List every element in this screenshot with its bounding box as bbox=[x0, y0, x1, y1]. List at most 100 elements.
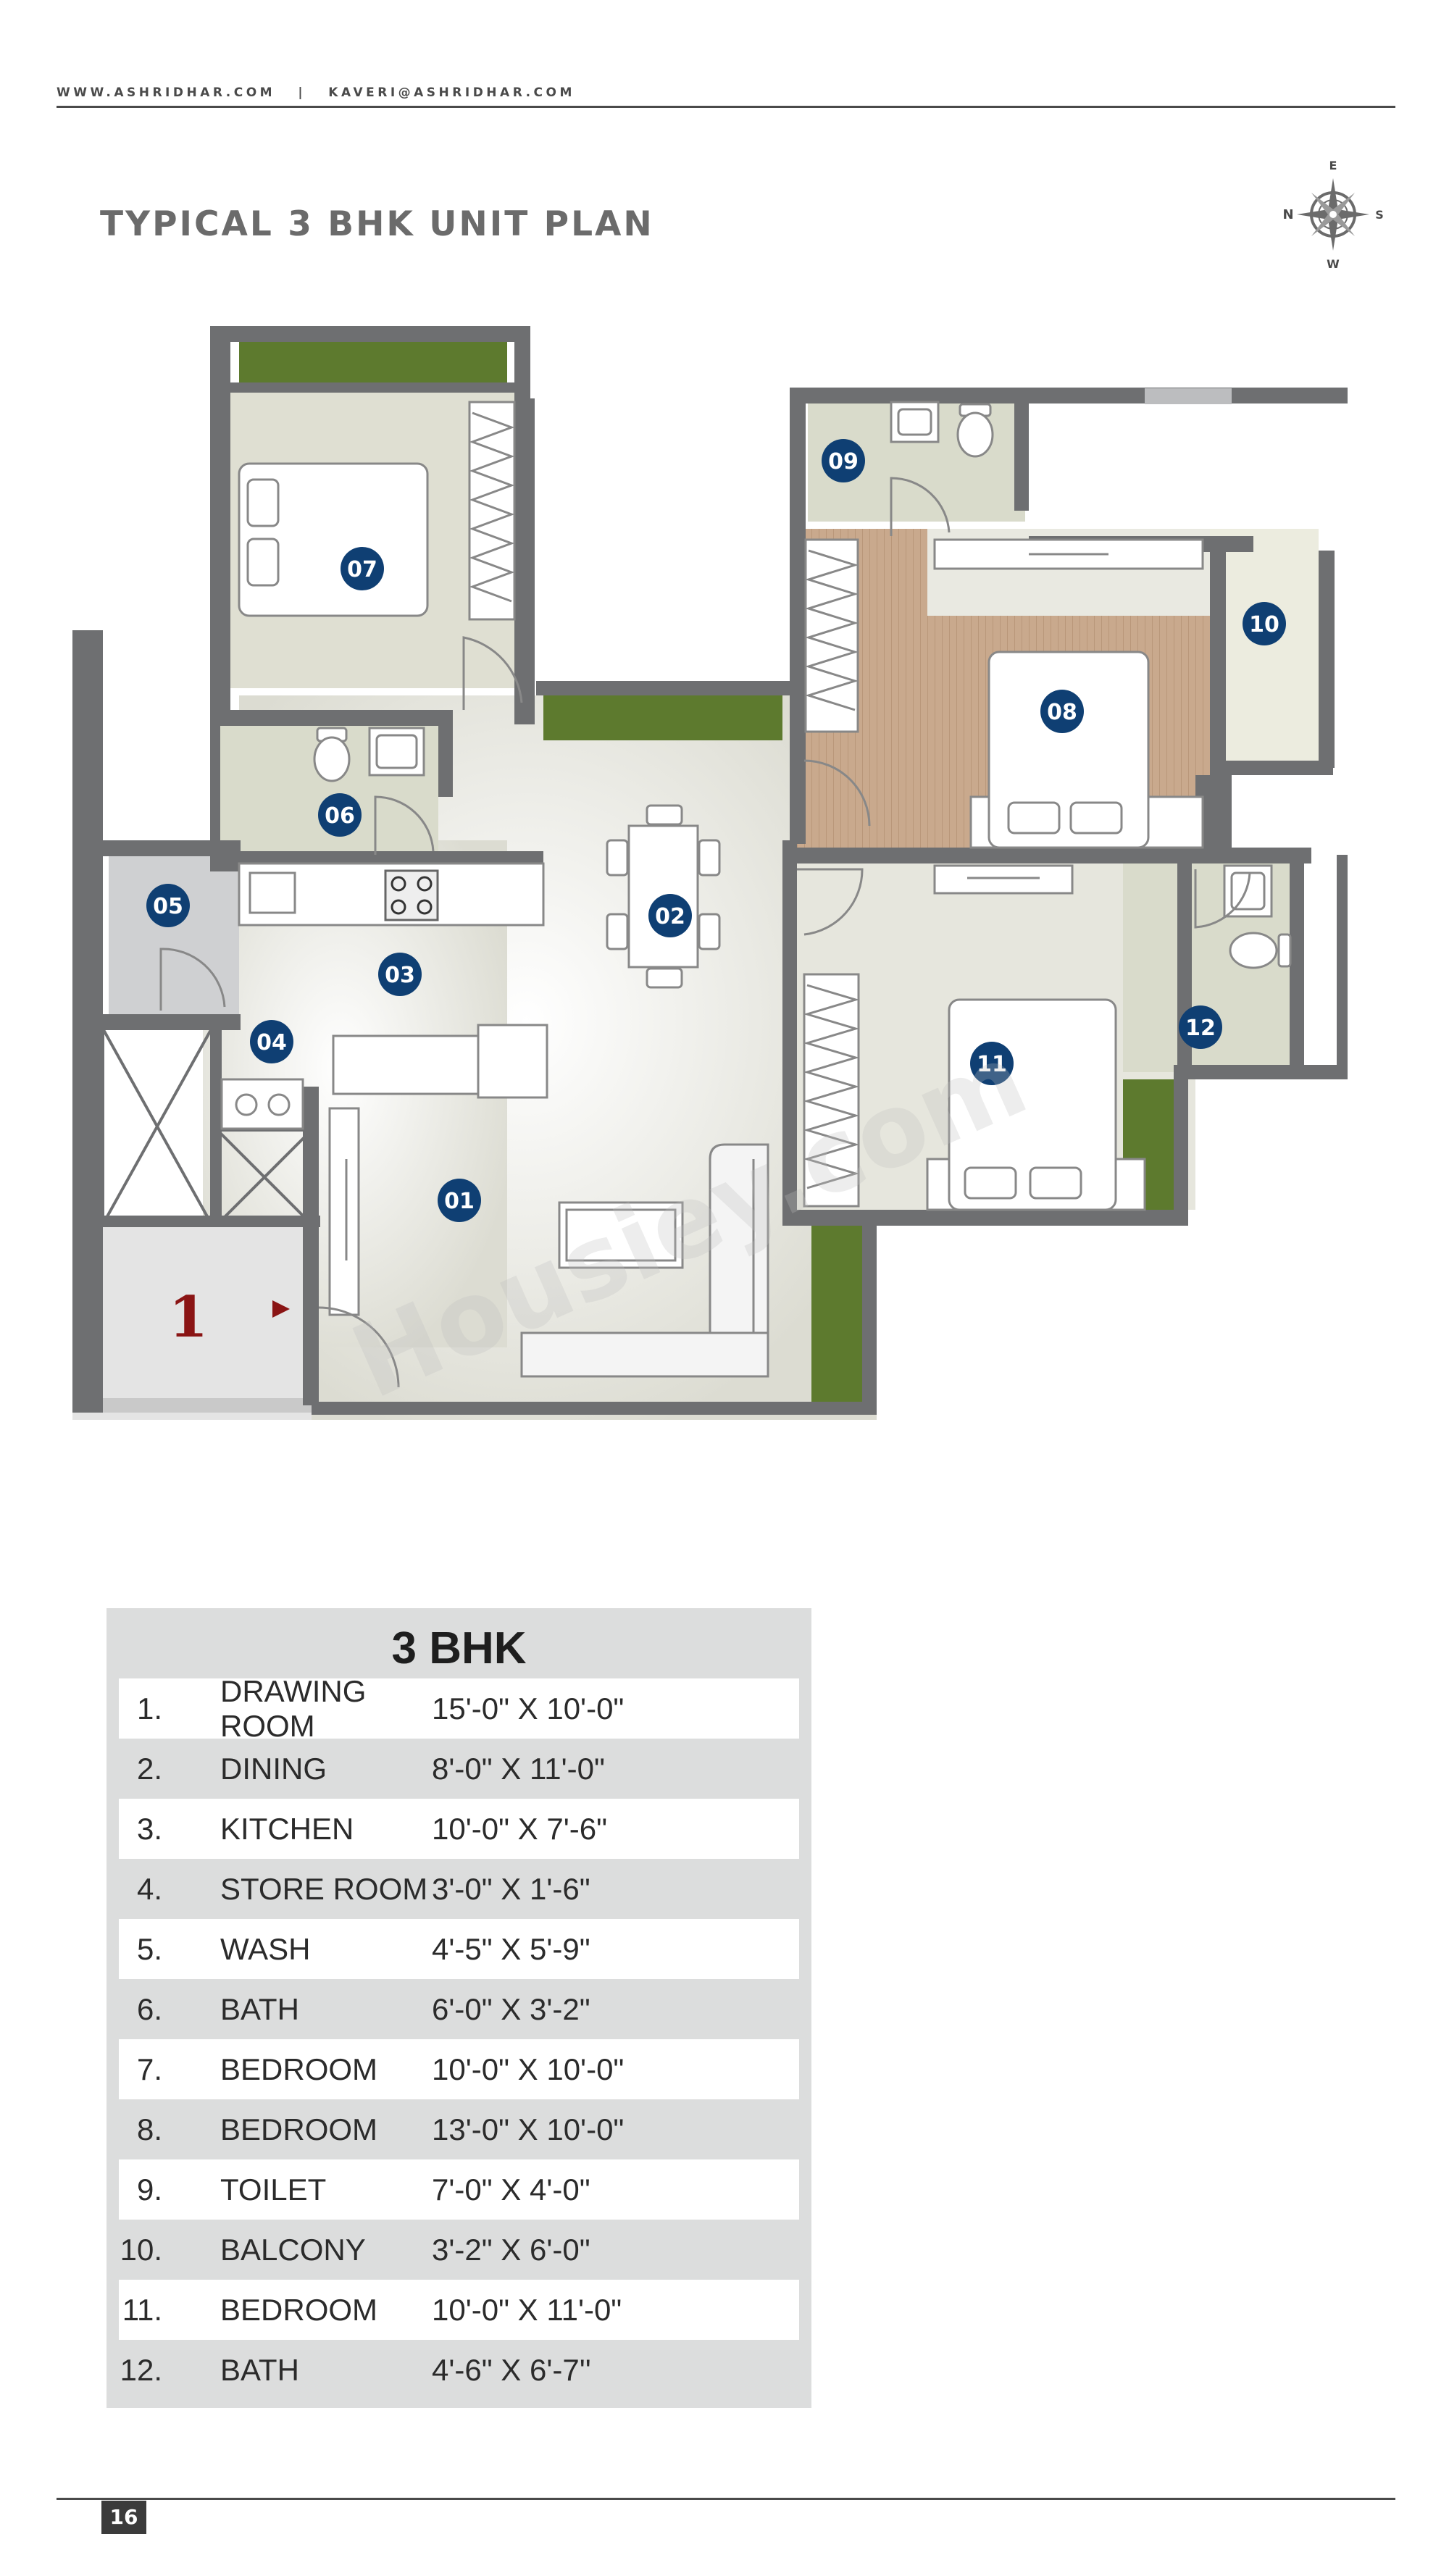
room-size: 3'-0" X 1'-6" bbox=[432, 1871, 590, 1906]
table-row: 1. DRAWING ROOM 15'-0" X 10'-0" bbox=[119, 1674, 799, 1743]
kitchen-counter bbox=[238, 862, 545, 927]
basin-09 bbox=[890, 401, 940, 443]
row-number: 5. bbox=[136, 1931, 162, 1966]
room-size: 8'-0" X 11'-0" bbox=[432, 1751, 605, 1786]
svg-text:03: 03 bbox=[385, 963, 415, 988]
wardrobe-07 bbox=[468, 401, 516, 621]
coffee-table bbox=[558, 1201, 684, 1269]
room-name: WASH bbox=[220, 1931, 311, 1966]
room-marker-04: 04 bbox=[250, 1020, 293, 1063]
room-size: 3'-2" X 6'-0" bbox=[432, 2232, 590, 2267]
room-name: BATH bbox=[220, 1991, 299, 2026]
table-row: 5. WASH 4'-5" X 5'-9" bbox=[119, 1919, 799, 1979]
door-12 bbox=[1194, 869, 1251, 929]
row-number: 12. bbox=[120, 2352, 162, 2387]
row-number: 8. bbox=[136, 2112, 162, 2146]
room-name: TOILET bbox=[220, 2172, 327, 2207]
room-name: BEDROOM bbox=[220, 2292, 378, 2327]
table-row: 11. BEDROOM 10'-0" X 11'-0" bbox=[119, 2280, 799, 2340]
table-row: 9. TOILET 7'-0" X 4'-0" bbox=[119, 2159, 799, 2220]
floor-plan: 07 06 05 03 04 02 01 09 08 10 11 12 1 bbox=[72, 326, 1348, 1420]
table-row: 3. KITCHEN 10'-0" X 7'-6" bbox=[119, 1799, 799, 1859]
door-05 bbox=[159, 948, 226, 1011]
compass-east-label: E bbox=[1329, 159, 1337, 172]
svg-text:02: 02 bbox=[655, 904, 685, 929]
living-planter bbox=[543, 695, 782, 740]
room-marker-03: 03 bbox=[378, 953, 422, 996]
room-size: 10'-0" X 10'-0" bbox=[432, 2052, 625, 2086]
basin-06 bbox=[368, 727, 425, 777]
room-marker-08: 08 bbox=[1040, 690, 1084, 733]
room-marker-12: 12 bbox=[1179, 1005, 1222, 1049]
bed-08 bbox=[969, 651, 1204, 849]
entrance-number: 1 bbox=[169, 1284, 208, 1350]
balcony-10-floor bbox=[1210, 529, 1319, 768]
room-marker-01: 01 bbox=[438, 1179, 481, 1222]
bed-07 bbox=[238, 462, 429, 617]
row-number: 7. bbox=[136, 2052, 162, 2086]
area-table: 3 BHK 1. DRAWING ROOM 15'-0" X 10'-0" 2. DI… bbox=[107, 1608, 811, 2408]
room-name: BEDROOM bbox=[220, 2112, 378, 2146]
living-side-planter bbox=[811, 1210, 862, 1413]
door-09 bbox=[890, 477, 951, 536]
compass-south-label: S bbox=[1375, 208, 1384, 222]
balcony-rail-09 bbox=[1145, 388, 1232, 404]
room-name: DRAWING ROOM bbox=[220, 1673, 367, 1743]
room-marker-10: 10 bbox=[1243, 602, 1286, 645]
row-number: 1. bbox=[136, 1691, 162, 1726]
sofa bbox=[520, 1143, 769, 1378]
store-04-shelf bbox=[220, 1078, 304, 1130]
compass-west-label: W bbox=[1327, 257, 1340, 271]
page-number: 16 bbox=[101, 2501, 146, 2534]
room-marker-09: 09 bbox=[822, 439, 865, 482]
room-size: 7'-0" X 4'-0" bbox=[432, 2172, 590, 2207]
wc-12 bbox=[1229, 932, 1292, 969]
room-size: 10'-0" X 11'-0" bbox=[432, 2292, 622, 2327]
room-size: 4'-6" X 6'-7'' bbox=[432, 2352, 591, 2387]
room-marker-05: 05 bbox=[146, 884, 190, 927]
wardrobe-08 bbox=[804, 538, 859, 733]
room-name: KITCHEN bbox=[220, 1811, 354, 1846]
door-11 bbox=[797, 868, 864, 936]
svg-text:08: 08 bbox=[1047, 700, 1077, 725]
room-name: BEDROOM bbox=[220, 2052, 378, 2086]
wc-09 bbox=[956, 403, 994, 458]
row-number: 3. bbox=[136, 1811, 162, 1846]
svg-text:11: 11 bbox=[977, 1052, 1007, 1077]
kitchen-island bbox=[332, 1024, 548, 1099]
room-name: BALCONY bbox=[220, 2232, 366, 2267]
door-entrance bbox=[318, 1306, 400, 1388]
entrance-arrow-icon bbox=[272, 1300, 290, 1318]
header-contact-line: WWW.ASHRIDHAR.COM | KAVERI@ASHRIDHAR.COM bbox=[57, 85, 575, 100]
room-marker-02: 02 bbox=[648, 894, 692, 937]
row-number: 9. bbox=[136, 2172, 162, 2207]
room-size: 10'-0" X 7'-6" bbox=[432, 1811, 607, 1846]
wc-06 bbox=[313, 727, 351, 782]
door-06 bbox=[374, 795, 435, 855]
room-marker-07: 07 bbox=[341, 547, 384, 590]
room-name: BATH bbox=[220, 2352, 299, 2387]
room-size: 15'-0" X 10'-0" bbox=[432, 1691, 625, 1726]
living-tv-unit bbox=[328, 1107, 360, 1316]
row-number: 4. bbox=[136, 1871, 162, 1906]
wash-05-floor bbox=[109, 855, 239, 1014]
footer-divider bbox=[57, 2498, 1395, 2500]
room-marker-11: 11 bbox=[970, 1042, 1014, 1085]
row-number: 2. bbox=[136, 1751, 162, 1786]
table-row: 2. DINING 8'-0" X 11'-0" bbox=[119, 1739, 799, 1799]
page-title: TYPICAL 3 BHK UNIT PLAN bbox=[100, 204, 654, 244]
room-name: DINING bbox=[220, 1751, 327, 1786]
table-title: 3 BHK bbox=[391, 1623, 527, 1673]
row-number: 11. bbox=[122, 2292, 162, 2327]
table-rows: 1. DRAWING ROOM 15'-0" X 10'-0" 2. DINING 8'… bbox=[119, 1674, 799, 2400]
basin-12 bbox=[1223, 864, 1273, 918]
table-row: 12. BATH 4'-6" X 6'-7'' bbox=[119, 2340, 799, 2400]
door-07 bbox=[462, 636, 523, 710]
door-08 bbox=[803, 759, 871, 827]
bedroom-07-planter bbox=[239, 338, 507, 382]
svg-text:09: 09 bbox=[828, 449, 859, 474]
room-size: 4'-5" X 5'-9" bbox=[432, 1931, 590, 1966]
